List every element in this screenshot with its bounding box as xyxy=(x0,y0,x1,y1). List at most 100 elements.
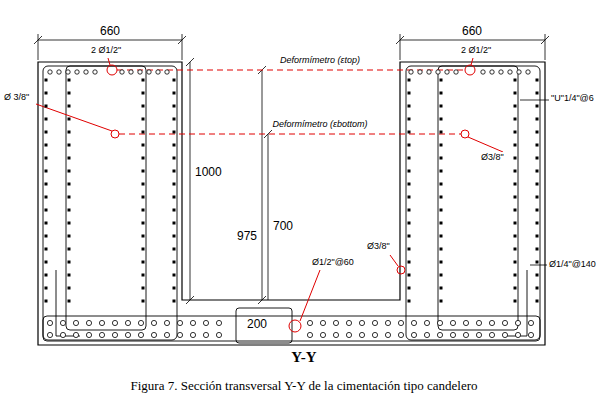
rebar-dot xyxy=(68,196,71,199)
rebar-dot xyxy=(173,196,176,199)
rebar-dot xyxy=(440,274,443,277)
dimension-line xyxy=(262,70,263,300)
rebar-dot xyxy=(173,222,176,225)
rebar-bar xyxy=(333,320,338,325)
rebar-dot xyxy=(514,79,517,82)
rebar-dot xyxy=(68,300,71,303)
rebar-dot xyxy=(514,170,517,173)
rebar-bar xyxy=(112,320,117,325)
dimension-value: 975 xyxy=(236,230,258,244)
rebar-dot xyxy=(68,131,71,134)
rebar-bar xyxy=(385,320,390,325)
rebar-dot xyxy=(440,235,443,238)
rebar-dot xyxy=(408,235,411,238)
rebar-bar xyxy=(445,70,449,74)
rebar-dot xyxy=(514,248,517,251)
rebar-dot xyxy=(45,209,48,212)
rebar-dot xyxy=(142,183,145,186)
extension-line xyxy=(182,34,183,60)
rebar-dot xyxy=(536,131,539,134)
dimension-value: 200 xyxy=(246,318,268,332)
rebar-dot xyxy=(408,157,411,160)
rebar-bar xyxy=(320,320,325,325)
bar-callout: Ø1/4"@140 xyxy=(549,259,596,269)
rebar-dot xyxy=(440,209,443,212)
rebar-dot xyxy=(173,300,176,303)
rebar-dot xyxy=(514,118,517,121)
dimension-value: 1000 xyxy=(194,166,223,180)
rebar-dot xyxy=(173,157,176,160)
gauge-circle xyxy=(461,130,469,138)
rebar-bar xyxy=(125,332,130,337)
rebar-bar xyxy=(517,70,521,74)
bar-callout: Ø 3/8" xyxy=(4,92,29,102)
rebar-dot xyxy=(536,157,539,160)
rebar-dot xyxy=(142,287,145,290)
rebar-dot xyxy=(440,196,443,199)
extension-line xyxy=(400,34,401,60)
dimension-lines xyxy=(34,34,549,304)
rebar-bar xyxy=(346,332,351,337)
rebar-dot xyxy=(68,222,71,225)
concrete-outline xyxy=(38,62,545,345)
rebar-dot xyxy=(514,261,517,264)
rebar-dot xyxy=(142,131,145,134)
rebar-bar xyxy=(307,320,312,325)
rebar-bar xyxy=(481,70,485,74)
rebar-dot xyxy=(408,248,411,251)
stirrup xyxy=(438,66,518,330)
rebar-dot xyxy=(45,131,48,134)
rebar-bar xyxy=(515,332,520,337)
rebar-bar xyxy=(129,70,133,74)
rebar-dot xyxy=(142,157,145,160)
rebar-dot xyxy=(45,170,48,173)
bar-callout: 2 Ø1/2" xyxy=(461,45,491,55)
rebar-bar xyxy=(47,320,52,325)
rebar-dot xyxy=(68,248,71,251)
rebar-dot xyxy=(68,144,71,147)
dimension-line xyxy=(38,40,182,41)
rebar-dot xyxy=(440,287,443,290)
rebar-dot xyxy=(408,287,411,290)
rebar-bar xyxy=(147,70,151,74)
rebar-dot xyxy=(68,105,71,108)
rebar-bar xyxy=(489,320,494,325)
rebar-dot xyxy=(408,261,411,264)
leader-lines xyxy=(520,100,549,265)
rebar-dot xyxy=(45,92,48,95)
bar-callout: 2 Ø1/2" xyxy=(91,45,121,55)
rebar-dot xyxy=(68,79,71,82)
rebar-dot xyxy=(408,196,411,199)
strain-gauge-marks xyxy=(36,58,503,332)
rebar-dot xyxy=(45,144,48,147)
leader-line xyxy=(300,270,320,321)
rebar-bar xyxy=(190,320,195,325)
rebar-dot xyxy=(536,196,539,199)
rebar-dot xyxy=(514,144,517,147)
rebar-bar xyxy=(203,320,208,325)
rebar-bar xyxy=(526,70,530,74)
rebar-dot xyxy=(45,118,48,121)
rebar-dot xyxy=(408,300,411,303)
gauge-circle xyxy=(111,130,119,138)
rebar-dot xyxy=(45,79,48,82)
rebar-bar xyxy=(99,320,104,325)
rebar-bar xyxy=(450,332,455,337)
rebar-dot xyxy=(440,183,443,186)
rebar-bar xyxy=(427,70,431,74)
rebar-bar xyxy=(346,320,351,325)
rebar-dot xyxy=(142,261,145,264)
rebar-bar xyxy=(411,320,416,325)
stirrup xyxy=(406,66,540,340)
section-outline xyxy=(38,62,545,345)
rebar-bar xyxy=(66,70,70,74)
gauge-circle xyxy=(465,65,475,75)
rebar-dot xyxy=(514,131,517,134)
rebar-dot xyxy=(536,183,539,186)
rebar-dot xyxy=(173,105,176,108)
dimension-value: 700 xyxy=(272,220,294,234)
bar-callout: Ø3/8" xyxy=(366,241,391,251)
rebar-bar xyxy=(424,332,429,337)
rebar-bar xyxy=(138,320,143,325)
rebar-bar xyxy=(216,332,221,337)
